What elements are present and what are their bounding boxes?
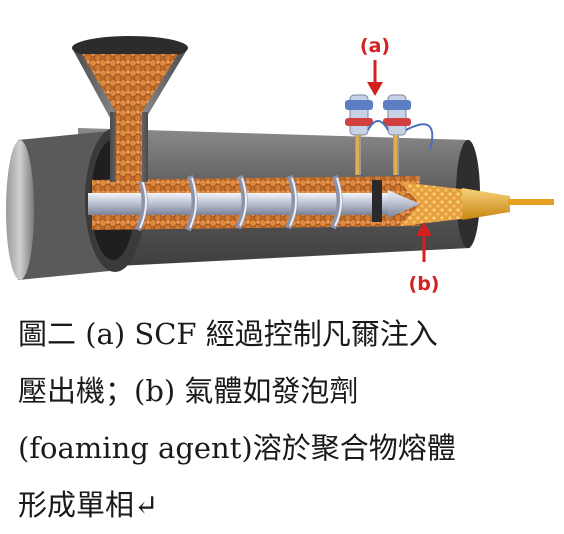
arrow-a <box>367 60 383 96</box>
label-a: (a) <box>360 35 390 57</box>
valve-left <box>345 94 373 175</box>
extruder-illustration: (a) (b) <box>6 35 554 295</box>
label-b: (b) <box>409 273 440 295</box>
gas-line <box>367 120 389 131</box>
nozzle <box>462 188 554 220</box>
control-valves <box>345 94 434 175</box>
hopper <box>72 36 188 182</box>
screw <box>88 174 420 232</box>
figure-caption: 圖二 (a) SCF 經過控制凡爾注入 壓出機；(b) 氣體如發泡劑 (foam… <box>18 306 558 534</box>
extruder-diagram: (a) (b) <box>6 35 554 295</box>
barrel-end-cap <box>6 140 34 280</box>
caption-line-3: (foaming agent)溶於聚合物熔體 <box>18 431 456 465</box>
valve-right <box>383 94 411 175</box>
foamed-melt <box>400 182 470 226</box>
caption-line-1: 圖二 (a) SCF 經過控制凡爾注入 <box>18 317 438 351</box>
arrow-b <box>416 222 432 262</box>
caption-line-4: 形成單相↵ <box>18 488 159 522</box>
caption-line-2: 壓出機；(b) 氣體如發泡劑 <box>18 374 359 408</box>
